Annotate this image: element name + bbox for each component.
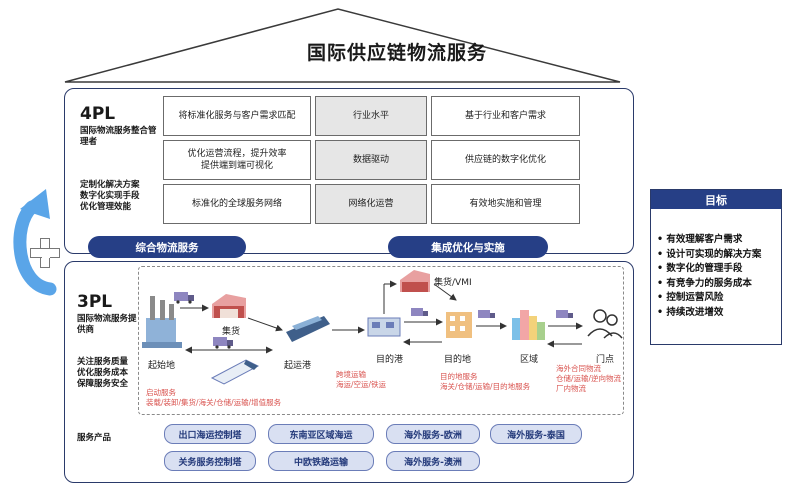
port-building-icon (367, 317, 401, 337)
pill-integrated-logistics: 综合物流服务 (88, 236, 246, 258)
node-destination: 目的地 (444, 355, 472, 365)
node-destination-port: 目的港 (376, 355, 404, 365)
truck-icon-5 (556, 310, 573, 318)
cell-r3-c3: 有效地实施和管理 (431, 184, 580, 224)
product-export-sea-control: 出口海运控制塔 (164, 424, 256, 444)
goal-item-6: • 持续改进增效 (657, 306, 724, 318)
4pl-desc-1: 定制化解决方案 (80, 180, 140, 190)
destination-building-icon (446, 312, 472, 338)
train-icon (210, 359, 260, 385)
3pl-desc-1: 关注服务质量 (77, 357, 129, 367)
4pl-subtitle: 国际物流服务整合管理者 (80, 126, 157, 147)
truck-icon-4 (478, 310, 495, 318)
cargo-ship-icon (286, 316, 330, 342)
node-vmi: 集货/VMI (434, 278, 472, 288)
3pl-subtitle: 国际物流服务提供商 (77, 314, 137, 335)
note-origin-detail: 装载/装卸/集货/海关/仓储/运输/增值服务 (146, 398, 282, 407)
cell-r3-c2: 网络化运营 (315, 184, 427, 224)
factory-icon (142, 296, 182, 348)
note-cross-title: 跨境运输 (336, 370, 366, 379)
truck-icon-2 (213, 337, 233, 349)
cell-r3-c1: 标准化的全球服务网络 (163, 184, 311, 224)
product-overseas-thailand: 海外服务-泰国 (490, 424, 582, 444)
note-origin-title: 启动服务 (146, 388, 176, 397)
cell-r2-c1: 优化运营流程，提升效率 提供端到端可视化 (163, 140, 311, 180)
note-dest-title: 目的地服务 (440, 372, 478, 381)
goal-item-3: • 数字化的管理手段 (657, 263, 743, 274)
4pl-desc-3: 优化管理效能 (80, 202, 132, 212)
goals-panel: 目标 • 有效理解客户需求 • 设计可实现的解决方案 • 数字化的管理手段 • … (650, 189, 782, 345)
node-departure-port: 起运港 (284, 361, 312, 371)
plus-icon (28, 236, 60, 268)
goals-title: 目标 (651, 190, 781, 209)
3pl-desc-3: 保障服务安全 (77, 379, 129, 389)
roof-triangle (64, 8, 621, 83)
product-overseas-australia: 海外服务-澳洲 (386, 451, 480, 471)
note-overseas-title: 海外合同物流 (556, 364, 601, 373)
cell-r2-c2: 数据驱动 (315, 140, 427, 180)
product-china-europe-rail: 中欧铁路运输 (268, 451, 374, 471)
pill-integration-optimization: 集成优化与实施 (388, 236, 548, 258)
goal-item-4: • 有竞争力的服务成本 (657, 277, 752, 289)
logistics-flow-area (138, 266, 624, 415)
product-customs-control: 关务服务控制塔 (164, 451, 256, 471)
note-overseas-detail: 仓储/运输/逆向物流 (556, 374, 622, 383)
goal-item-5: • 控制运营风险 (657, 292, 724, 303)
node-consolidation: 集货 (222, 327, 241, 337)
truck-icon-3 (411, 308, 428, 316)
warehouse-icon (212, 294, 246, 318)
cell-r1-c2: 行业水平 (315, 96, 427, 136)
cell-r2-c3: 供应链的数字化优化 (431, 140, 580, 180)
upward-curved-arrow-icon (13, 189, 57, 296)
note-cross-detail: 海运/空运/铁运 (336, 380, 387, 389)
city-region-icon (512, 310, 545, 340)
4pl-title: 4PL (80, 104, 116, 124)
products-label: 服务产品 (77, 433, 112, 443)
product-overseas-europe: 海外服务-欧洲 (386, 424, 480, 444)
product-sea-freight-sea: 东南亚区域海运 (268, 424, 374, 444)
cell-r1-c1: 将标准化服务与客户需求匹配 (163, 96, 311, 136)
goal-item-1: • 有效理解客户需求 (657, 234, 743, 245)
people-icon (587, 309, 623, 339)
node-origin: 起始地 (148, 361, 176, 371)
3pl-title: 3PL (77, 292, 113, 312)
truck-icon-1 (174, 292, 194, 304)
node-region: 区域 (520, 355, 539, 365)
4pl-desc-2: 数字化实现手段 (80, 191, 140, 201)
note-overseas-extra: 厂内物流 (556, 384, 586, 393)
node-store: 门点 (596, 355, 615, 365)
3pl-desc-2: 优化服务成本 (77, 368, 129, 378)
page-title: 国际供应链物流服务 (306, 42, 487, 64)
cell-r1-c3: 基于行业和客户需求 (431, 96, 580, 136)
vmi-warehouse-icon (400, 270, 430, 292)
note-dest-detail: 海关/仓储/运输/目的地服务 (440, 382, 531, 391)
3pl-section (64, 261, 634, 483)
goal-item-2: • 设计可实现的解决方案 (657, 248, 762, 260)
